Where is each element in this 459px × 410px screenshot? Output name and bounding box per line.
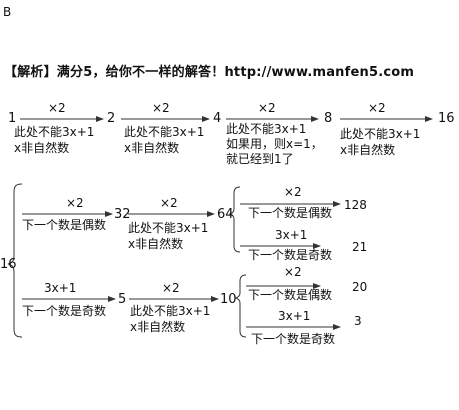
cond-label: 下一个数是偶数 [248, 288, 333, 302]
root-brace [7, 183, 23, 338]
note-line: x非自然数 [130, 320, 186, 334]
note-line: 如果用，则x=1， [226, 137, 323, 151]
op-label: 3x+1 [275, 228, 308, 242]
op-label: ×2 [284, 265, 302, 279]
header-text: 【解析】满分5，给你不一样的解答！http://www.manfen5.com [4, 65, 415, 80]
op-label: 3x+1 [44, 281, 77, 295]
note-line: 此处不能3x+1 [128, 221, 209, 235]
cond-label: 下一个数是奇数 [251, 332, 336, 346]
op-label: ×2 [66, 196, 84, 210]
node-2: 2 [107, 111, 116, 126]
note-line: x非自然数 [14, 141, 70, 155]
note-line: 此处不能3x+1 [130, 304, 211, 318]
node-16-top: 16 [438, 111, 455, 126]
note-line: 此处不能3x+1 [226, 122, 307, 136]
note-line: 就已经到1了 [226, 152, 294, 166]
op-label: ×2 [258, 101, 276, 115]
tree-root-16: 16 [0, 257, 17, 272]
op-label: ×2 [284, 185, 302, 199]
brace-64 [228, 186, 241, 253]
note-line: 此处不能3x+1 [124, 125, 205, 139]
note-line: x非自然数 [128, 237, 184, 251]
answer-letter: B [3, 5, 12, 19]
node-32: 32 [114, 207, 131, 222]
result-128: 128 [344, 198, 367, 212]
result-21: 21 [352, 240, 368, 254]
note-line: x非自然数 [340, 143, 396, 157]
note-line: x非自然数 [124, 141, 180, 155]
result-3: 3 [354, 314, 362, 328]
node-5: 5 [118, 292, 127, 307]
node-1: 1 [8, 111, 17, 126]
op-label: ×2 [152, 101, 170, 115]
op-label: 3x+1 [278, 309, 311, 323]
cond-label: 下一个数是奇数 [22, 304, 107, 318]
cond-label: 下一个数是偶数 [22, 218, 107, 232]
op-label: ×2 [48, 101, 66, 115]
note-line: 此处不能3x+1 [340, 127, 421, 141]
node-8: 8 [324, 111, 333, 126]
node-10: 10 [220, 292, 237, 307]
cond-label: 下一个数是奇数 [248, 248, 333, 262]
node-64: 64 [217, 207, 234, 222]
brace-10 [234, 274, 247, 338]
note-line: 此处不能3x+1 [14, 125, 95, 139]
op-label: ×2 [162, 281, 180, 295]
result-20: 20 [352, 280, 368, 294]
op-label: ×2 [368, 101, 386, 115]
node-4: 4 [213, 111, 222, 126]
op-label: ×2 [160, 196, 178, 210]
cond-label: 下一个数是偶数 [248, 206, 333, 220]
